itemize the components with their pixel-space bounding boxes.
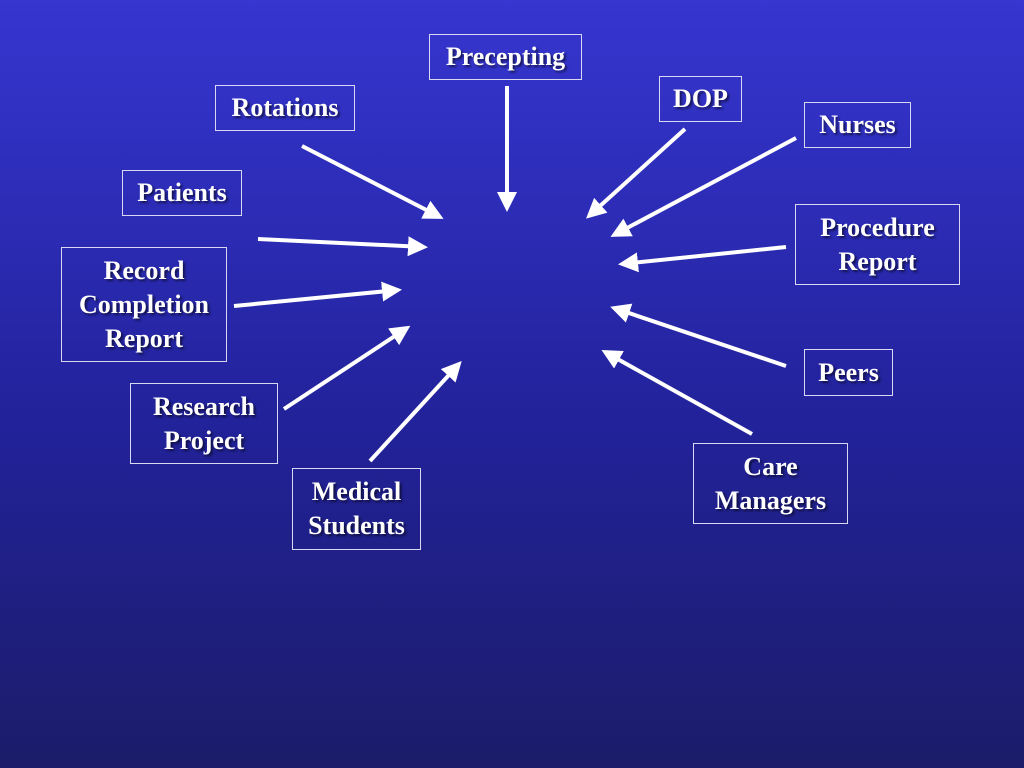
box-label-line-2: Students bbox=[308, 511, 405, 540]
box-precepting: Precepting bbox=[429, 34, 582, 80]
arrow-patients bbox=[257, 236, 428, 257]
box-label: Peers bbox=[818, 357, 879, 387]
box-label: Patients bbox=[137, 178, 227, 207]
box-label: DOP bbox=[673, 84, 728, 113]
arrow-peers bbox=[610, 303, 787, 368]
arrow-research-project bbox=[282, 325, 411, 411]
box-label-line-1: Medical bbox=[311, 477, 402, 506]
box-label-line-1: Procedure bbox=[820, 212, 935, 242]
arrow-dop bbox=[586, 127, 687, 219]
box-procedure-report: Procedure Report bbox=[795, 204, 960, 285]
box-care-managers: Care Managers bbox=[693, 443, 848, 524]
box-label-line-2: Managers bbox=[714, 485, 827, 515]
box-label-line-2: Project bbox=[163, 425, 245, 455]
arrow-rotations bbox=[301, 144, 444, 219]
arrow-medical-students bbox=[368, 361, 462, 463]
box-patients: Patients bbox=[122, 170, 242, 216]
box-label: Precepting bbox=[445, 42, 566, 71]
box-label-line-2: Completion bbox=[79, 289, 209, 319]
arrow-care-managers bbox=[601, 350, 753, 436]
arrow-procedure-report bbox=[618, 245, 787, 273]
arrow-nurses bbox=[610, 136, 797, 237]
box-peers: Peers bbox=[804, 349, 893, 396]
box-label: Nurses bbox=[819, 110, 896, 139]
box-label-line-1: Record bbox=[103, 255, 185, 285]
box-nurses: Nurses bbox=[804, 102, 911, 148]
box-rotations: Rotations bbox=[215, 85, 355, 131]
box-label: Rotations bbox=[231, 93, 339, 122]
box-dop: DOP bbox=[659, 76, 742, 122]
box-research-project: Research Project bbox=[130, 383, 278, 464]
box-record-completion-report: Record Completion Report bbox=[61, 247, 227, 362]
box-label-line-3: Report bbox=[105, 323, 183, 353]
box-medical-students: Medical Students bbox=[292, 468, 421, 550]
arrow-record-completion-report bbox=[233, 281, 402, 308]
box-label-line-1: Research bbox=[152, 391, 256, 421]
box-label-line-2: Report bbox=[838, 246, 917, 276]
box-label-line-1: Care bbox=[743, 451, 798, 481]
